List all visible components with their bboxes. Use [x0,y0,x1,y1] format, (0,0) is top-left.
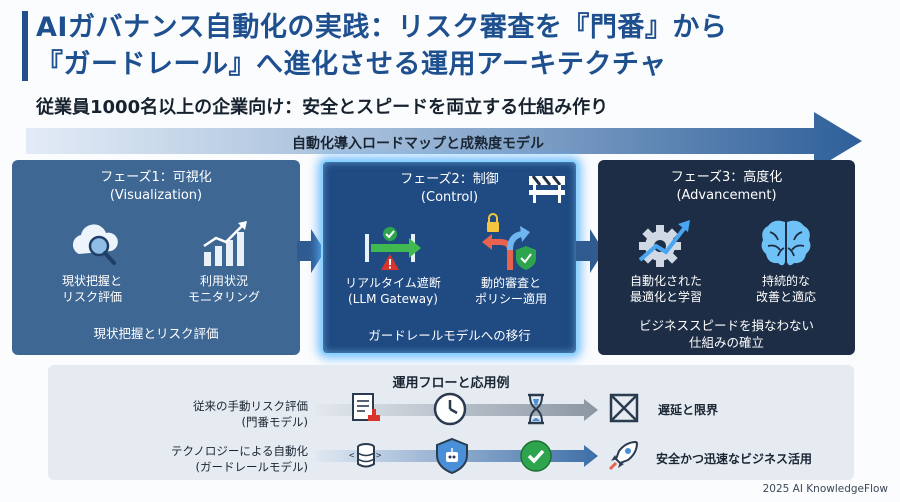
phase-2-item-2-line-2: ポリシー適用 [474,292,547,306]
svg-text:<: < [349,451,355,461]
phase-3-title-ja: フェーズ3：高度化 [670,170,783,185]
rocket-icon [608,440,639,471]
phase-1-card: フェーズ1：可視化 (Visualization) 現状把握と リスク評価 利用… [12,160,300,355]
flow-row-2-label: テクノロジーによる自動化 (ガードレールモデル) [138,443,308,475]
gateway-block-icon [365,227,421,270]
roadmap-label: 自動化導入ロードマップと成熟度モデル [292,136,544,152]
database-code-icon: < > [349,443,382,468]
flow-row-1-label: 従来の手動リスク評価 (門番モデル) [138,398,308,430]
bar-chart-icon [203,221,247,266]
phase-2-title-ja: フェーズ2：制御 [400,172,499,187]
phase-2-title-en: (Control) [420,190,479,205]
phase-1-item-1-line-1: 現状把握と [61,274,122,288]
phase-3-item-2-label: 持続的な 改善と適応 [726,273,846,305]
gear-trend-icon [638,220,690,267]
credit-text: 2025 AI KnowledgeFlow [762,483,888,495]
phase-1-title-en: (Visualization) [109,188,203,203]
page-title: AIガバナンス自動化の実践：リスク審査を『門番』から 『ガードレール』へ進化させ… [36,9,727,83]
operation-flow-panel: 運用フローと応用例 従来の手動リスク評価 (門番モデル) 遅延と限界 [48,365,854,480]
phase-3-footer: ビジネススピードを損なわない 仕組みの確立 [598,317,855,351]
phase-2-footer-line-1: ガードレールモデルへの移行 [368,328,531,343]
phase-2-item-1-label: リアルタイム遮断 (LLM Gateway) [333,275,453,307]
phase-1-footer: 現状把握とリスク評価 [12,325,300,342]
flow-row-2-label-line-1: テクノロジーによる自動化 [171,444,308,458]
phase-2-item-2-line-1: 動的審査と [480,276,541,290]
phase-3-item-2-line-2: 改善と適応 [755,290,816,304]
barrier-icon [529,175,565,203]
hourglass-icon [528,393,544,425]
phase-1-to-2-arrow [297,229,325,273]
policy-split-icon [482,213,536,270]
phase-1-item-2-label: 利用状況 モニタリング [164,273,284,305]
flow-row-1-label-line-2: (門番モデル) [241,415,308,429]
phase-1-item-2-line-1: 利用状況 [199,274,248,288]
phase-3-item-1-line-2: 最適化と学習 [629,290,702,304]
page-title-line-2: 『ガードレール』へ進化させる運用アーキテクチャ [36,49,667,80]
phase-3-card: フェーズ3：高度化 (Advancement) 自動化された 最適化と学習 [598,160,855,355]
phase-3-footer-line-1: ビジネススピードを損なわない [638,318,814,333]
phase-2-item-1-line-1: リアルタイム遮断 [345,276,441,290]
clock-icon [433,392,467,426]
phase-2-to-3-arrow [576,229,604,273]
phase-1-item-1-label: 現状把握と リスク評価 [32,273,152,305]
document-stamp-icon [352,393,380,421]
shield-robot-icon [436,437,468,475]
flow-row-1-label-line-1: 従来の手動リスク評価 [193,399,308,413]
phase-2-footer: ガードレールモデルへの移行 [323,327,576,344]
phase-3-item-2-line-1: 持続的な [761,274,810,288]
phase-2-item-1-line-2: (LLM Gateway) [348,292,438,306]
phase-3-title: フェーズ3：高度化 (Advancement) [598,169,855,205]
phase-1-item-2-line-2: モニタリング [187,290,260,304]
phase-1-footer-line-1: 現状把握とリスク評価 [93,326,219,341]
phase-2-title: フェーズ2：制御 (Control) [323,171,576,207]
svg-text:>: > [376,451,382,461]
title-accent-bar [22,11,28,81]
brain-icon [761,220,811,266]
page-subtitle: 従業員1000名以上の企業向け：安全とスピードを両立する仕組み作り [36,97,609,118]
phase-3-item-1-line-1: 自動化された [629,274,702,288]
flow-row-2-label-line-2: (ガードレールモデル) [195,460,308,474]
phase-3-title-en: (Advancement) [676,188,777,203]
check-circle-icon [520,440,552,472]
cross-box-icon [609,393,639,423]
phase-1-item-1-line-2: リスク評価 [61,290,122,304]
cloud-search-icon [72,224,118,265]
roadmap-arrow [26,112,862,170]
page-title-line-1: AIガバナンス自動化の実践：リスク審査を『門番』から [36,12,728,43]
phase-2-card: フェーズ2：制御 (Control) リアルタイム遮断 (LLM Gateway… [321,160,578,355]
phase-1-title-ja: フェーズ1：可視化 [100,170,212,185]
flow-row-1-result: 遅延と限界 [658,403,719,417]
phase-2-item-2-label: 動的審査と ポリシー適用 [451,275,571,307]
phase-3-item-1-label: 自動化された 最適化と学習 [606,273,726,305]
operation-flow-title: 運用フローと応用例 [392,376,510,391]
flow-row-2-result: 安全かつ迅速なビジネス活用 [656,452,813,466]
phase-3-footer-line-2: 仕組みの確立 [688,335,764,350]
phase-1-title: フェーズ1：可視化 (Visualization) [12,169,300,205]
